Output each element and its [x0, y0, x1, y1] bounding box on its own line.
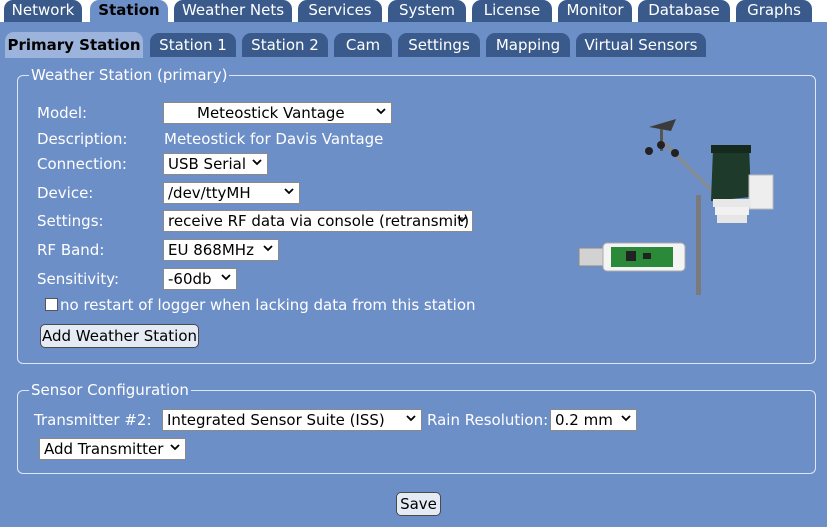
save-button[interactable]: Save: [396, 492, 441, 516]
sensitivity-select-value: -60db: [168, 270, 212, 288]
chevron-down-icon: [376, 108, 386, 115]
tab-weather-nets[interactable]: Weather Nets: [174, 0, 292, 22]
tab-network[interactable]: Network: [4, 0, 82, 22]
rain-resolution-label: Rain Resolution:: [427, 411, 549, 429]
settings-select[interactable]: receive RF data via console (retransmit): [163, 210, 473, 232]
chevron-down-icon: [457, 216, 467, 223]
chevron-down-icon: [221, 274, 231, 281]
chevron-down-icon: [284, 188, 294, 195]
subtab-primary-station[interactable]: Primary Station: [5, 32, 143, 58]
mast-pole: [696, 195, 701, 295]
rfband-select-value: EU 868MHz: [168, 241, 254, 259]
transmitter-select-value: Integrated Sensor Suite (ISS): [167, 411, 385, 429]
tab-database[interactable]: Database: [638, 0, 730, 22]
no-restart-checkbox[interactable]: [45, 298, 58, 311]
transmitter-label: Transmitter #2:: [34, 411, 152, 429]
weather-station-legend: Weather Station (primary): [31, 66, 228, 84]
add-transmitter-select[interactable]: Add Transmitter: [39, 438, 186, 460]
tab-services[interactable]: Services: [298, 0, 382, 22]
rfband-label: RF Band:: [37, 241, 105, 259]
add-weather-station-button[interactable]: Add Weather Station: [40, 324, 199, 348]
tab-license[interactable]: License: [472, 0, 552, 22]
main-panel: Weather Station (primary) Model: Meteost…: [3, 58, 827, 527]
model-select-value: Meteostick Vantage: [197, 104, 345, 122]
rfband-select[interactable]: EU 868MHz: [163, 239, 279, 261]
add-transmitter-select-value: Add Transmitter: [44, 440, 164, 458]
weather-station-fieldset: Weather Station (primary): [17, 66, 816, 364]
connection-select[interactable]: USB Serial: [163, 153, 268, 175]
settings-label: Settings:: [37, 212, 104, 230]
sensitivity-label: Sensitivity:: [37, 270, 120, 288]
description-value: Meteostick for Davis Vantage: [164, 130, 384, 148]
subtab-settings[interactable]: Settings: [398, 33, 480, 57]
top-tab-bar: Network Station Weather Nets Services Sy…: [0, 0, 827, 24]
no-restart-label: no restart of logger when lacking data f…: [60, 296, 476, 314]
tab-monitor[interactable]: Monitor: [558, 0, 632, 22]
sensitivity-select[interactable]: -60db: [163, 268, 237, 290]
connection-select-value: USB Serial: [168, 155, 247, 173]
device-label: Device:: [37, 184, 94, 202]
sensor-config-legend: Sensor Configuration: [31, 381, 189, 399]
device-select-value: /dev/ttyMH: [168, 184, 251, 202]
description-label: Description:: [37, 130, 128, 148]
tab-graphs[interactable]: Graphs: [736, 0, 812, 22]
sub-tab-bar: Primary Station Station 1 Station 2 Cam …: [0, 22, 827, 60]
chevron-down-icon: [170, 444, 180, 451]
rain-resolution-select[interactable]: 0.2 mm: [550, 409, 637, 431]
model-label: Model:: [37, 104, 88, 122]
device-select[interactable]: /dev/ttyMH: [163, 182, 300, 204]
tab-system[interactable]: System: [388, 0, 466, 22]
subtab-mapping[interactable]: Mapping: [486, 33, 570, 57]
settings-select-value: receive RF data via console (retransmit): [168, 212, 470, 230]
model-select[interactable]: Meteostick Vantage: [163, 102, 392, 124]
rain-resolution-select-value: 0.2 mm: [555, 411, 613, 429]
transmitter-select[interactable]: Integrated Sensor Suite (ISS): [162, 409, 422, 431]
sensor-config-fieldset: Sensor Configuration: [17, 381, 816, 474]
subtab-cam[interactable]: Cam: [334, 33, 392, 57]
tab-station[interactable]: Station: [90, 0, 168, 24]
subtab-station-2[interactable]: Station 2: [242, 33, 328, 57]
connection-label: Connection:: [37, 155, 127, 173]
subtab-virtual-sensors[interactable]: Virtual Sensors: [576, 33, 706, 57]
chevron-down-icon: [621, 415, 631, 422]
chevron-down-icon: [263, 245, 273, 252]
chevron-down-icon: [406, 415, 416, 422]
subtab-station-1[interactable]: Station 1: [150, 33, 236, 57]
station-illustration: [578, 119, 774, 295]
chevron-down-icon: [252, 159, 262, 166]
